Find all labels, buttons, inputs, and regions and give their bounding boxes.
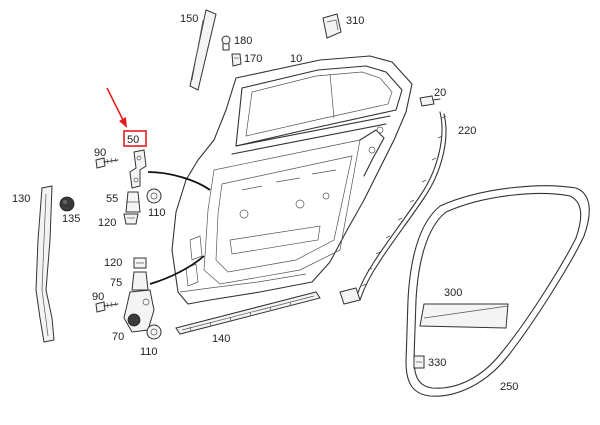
part-250-weatherstrip <box>405 185 590 397</box>
label-310: 310 <box>346 15 364 27</box>
label-150: 150 <box>180 13 198 25</box>
part-110-grommet-bottom <box>146 324 162 340</box>
part-90-screw-top <box>95 157 119 169</box>
label-50: 50 <box>127 134 139 146</box>
part-110-grommet-top <box>146 188 162 204</box>
label-120-bottom: 120 <box>104 257 122 269</box>
part-50-hinge <box>129 149 147 189</box>
part-330-clip <box>413 355 425 369</box>
part-170-clip <box>231 53 242 67</box>
label-20: 20 <box>434 87 446 99</box>
label-180: 180 <box>234 35 252 47</box>
highlight-box <box>123 130 147 147</box>
part-10-door-shell <box>171 55 413 305</box>
part-135-cap <box>59 196 75 212</box>
highlight-arrow <box>106 87 127 128</box>
label-10: 10 <box>290 53 302 65</box>
part-75-bumper <box>131 271 149 291</box>
leader-lines <box>147 171 211 285</box>
part-70-lower-hinge <box>123 289 155 333</box>
part-300-foil <box>419 303 509 329</box>
part-310-bracket <box>322 13 342 39</box>
part-20-bolt <box>419 95 441 107</box>
label-170: 170 <box>244 53 262 65</box>
part-120-clip-bottom <box>133 257 147 269</box>
label-330: 330 <box>428 357 446 369</box>
label-90-bottom: 90 <box>92 291 104 303</box>
label-250: 250 <box>500 381 518 393</box>
part-180-clip <box>221 35 231 51</box>
callout-labels: 150 310 180 170 10 20 220 50 90 130 135 … <box>12 13 518 393</box>
label-70: 70 <box>112 331 124 343</box>
label-120-top: 120 <box>98 217 116 229</box>
part-120-clip-top <box>123 213 139 225</box>
part-150-pillar-trim <box>189 9 217 91</box>
part-90-screw-bottom <box>95 301 119 313</box>
label-55: 55 <box>106 193 118 205</box>
label-110-top: 110 <box>148 207 166 219</box>
part-220-seal-strip <box>339 111 447 305</box>
label-130: 130 <box>12 193 30 205</box>
label-90-top: 90 <box>94 147 106 159</box>
label-75: 75 <box>110 277 122 289</box>
part-55-bumper <box>125 191 141 213</box>
label-110-bottom: 110 <box>140 346 158 358</box>
part-130-pillar-strip <box>35 185 55 343</box>
part-140-lower-molding <box>175 291 321 335</box>
label-300: 300 <box>444 287 462 299</box>
label-135: 135 <box>62 213 80 225</box>
label-220: 220 <box>458 125 476 137</box>
label-140: 140 <box>212 333 230 345</box>
